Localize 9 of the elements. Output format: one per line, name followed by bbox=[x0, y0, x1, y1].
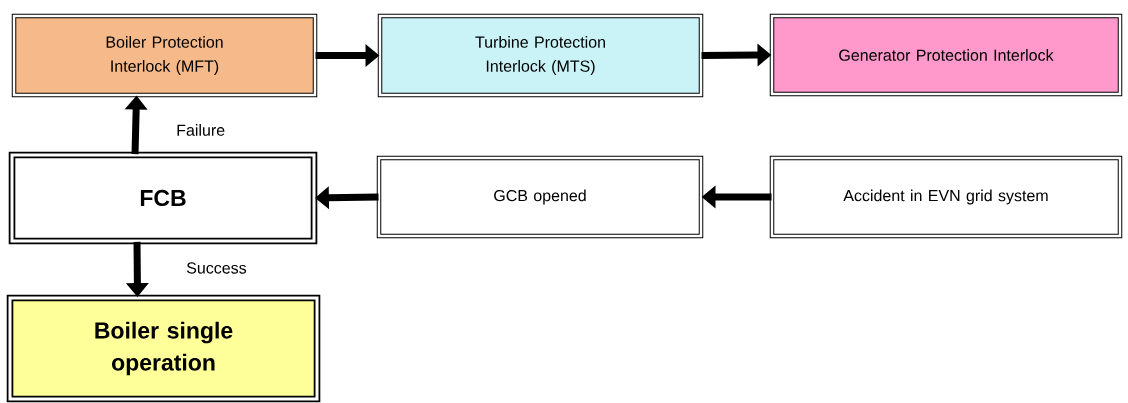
process-box: Generator Protection Interlock bbox=[769, 13, 1123, 97]
process-box: Accident in EVN grid system bbox=[769, 155, 1123, 239]
process-box: Boiler Protection Interlock (MFT) bbox=[11, 13, 318, 98]
process-box: GCB opened bbox=[376, 155, 704, 239]
process-box: FCB bbox=[8, 151, 318, 245]
edge-label: Failure bbox=[175, 123, 227, 137]
process-box: Turbine Protection Interlock (MTS) bbox=[377, 13, 704, 98]
process-box: Boiler single operation bbox=[6, 294, 321, 403]
edge-label: Success bbox=[185, 261, 248, 275]
